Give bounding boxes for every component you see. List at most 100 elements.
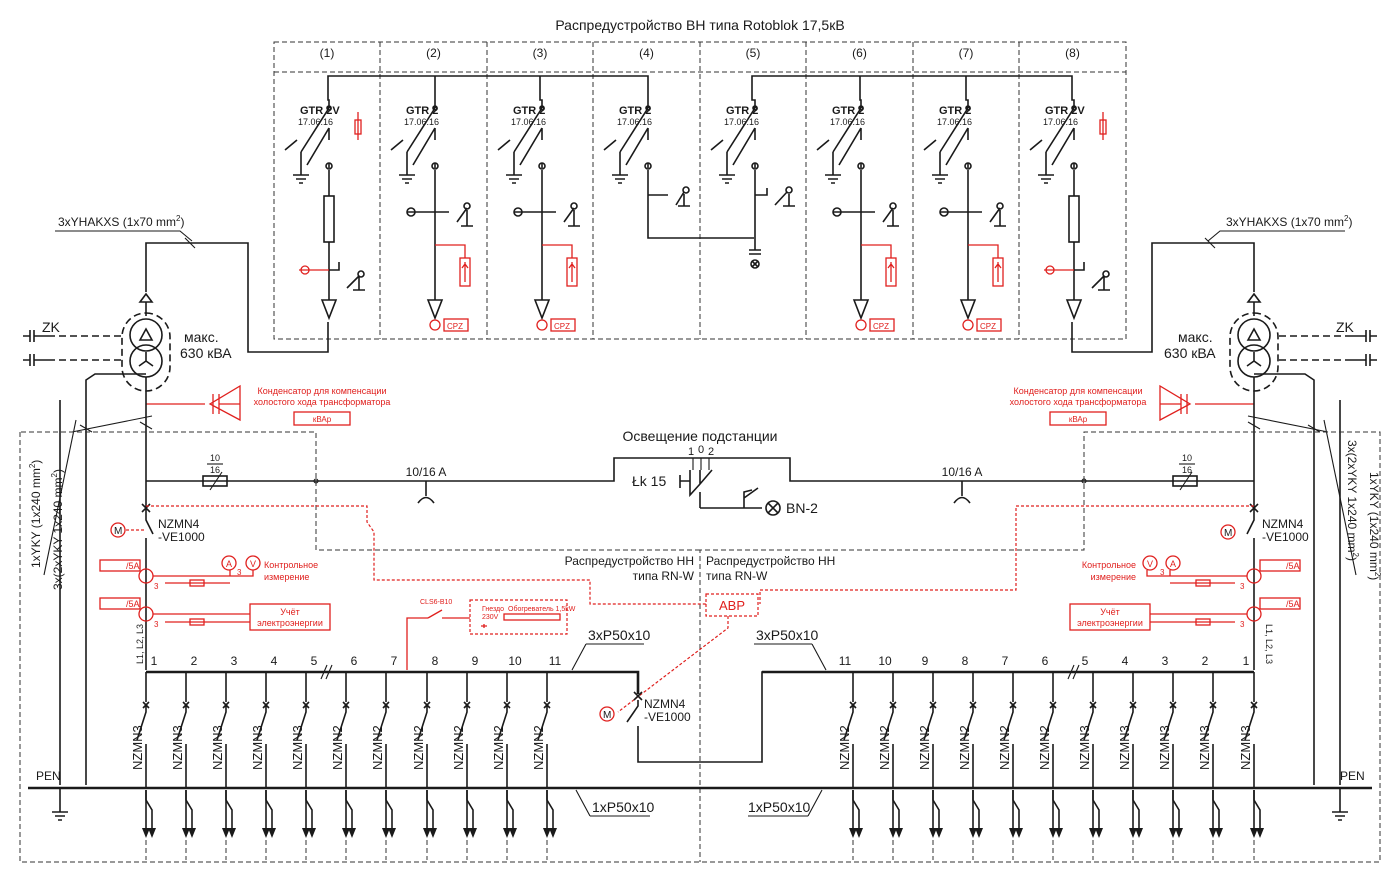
cpz-label: CPZ (873, 322, 889, 331)
right-lv-title-2: типа RN-W (706, 569, 768, 583)
right-breaker-type: NZMN2 (1037, 725, 1052, 770)
left-earth-icon (52, 788, 68, 821)
left-output-number: 3 (231, 654, 238, 668)
ct-wire (861, 244, 892, 258)
cable-arrow-icon (388, 828, 396, 838)
earth-icon (506, 152, 522, 184)
relay-icon (962, 319, 974, 331)
left-output-number: 6 (351, 654, 358, 668)
hv-fuse (1068, 195, 1080, 243)
coupling-path (647, 170, 754, 239)
ct-wire (435, 244, 466, 258)
lamp-label: BN-2 (786, 500, 818, 516)
right-breaker-type: NZMN3 (1157, 725, 1172, 770)
right-ct-2-label: /5A (1286, 599, 1300, 609)
switch-pos-1: 1 (688, 446, 694, 458)
cable-arrow-icon (509, 828, 517, 838)
load-break-switch (519, 94, 543, 166)
heater-label: Обогреватель 1,5kW (508, 605, 576, 613)
right-phases: L1, L2, L3 (1264, 624, 1274, 664)
switch-contact (965, 105, 971, 111)
earth-blade (284, 139, 298, 151)
feeder-breaker (256, 705, 267, 788)
earth-switch (940, 207, 1006, 227)
left-busbar-label: 3xP50x10 (588, 627, 650, 643)
outgoing-cable (305, 790, 313, 828)
right-socket-rating: 10/16 A (942, 465, 983, 479)
load-break-switch (306, 90, 330, 166)
left-breaker-type: NZMN2 (531, 725, 546, 770)
terminal (431, 162, 439, 170)
right-breaker-type: NZMN2 (997, 725, 1012, 770)
cable-arrow-icon (423, 828, 431, 838)
earth-blade (816, 139, 830, 151)
cable-arrow-icon (469, 828, 477, 838)
left-output-number: 1 (151, 654, 158, 668)
switch-contact (752, 105, 758, 111)
left-ct-2-label: /5A (126, 599, 140, 609)
left-output-number: 9 (472, 654, 479, 668)
cable-arrow-icon (1250, 828, 1258, 838)
cable-arrow-icon (1009, 828, 1017, 838)
left-capacitor-label-1: Конденсатор для компенсации (258, 386, 387, 396)
mv-field-number: (1) (320, 46, 335, 60)
cable-arrow-icon (348, 828, 356, 838)
outgoing-cable (972, 790, 980, 828)
left-output-number: 5 (311, 654, 318, 668)
earthing-switch-2 (329, 262, 365, 291)
coupler-breaker-model: -VE1000 (644, 710, 691, 724)
left-breaker-type: NZMN2 (370, 725, 385, 770)
right-meas-wiring (1146, 570, 1247, 623)
mv-field-number: (4) (639, 46, 654, 60)
right-zk-contact-2 (1352, 354, 1377, 366)
svg-text:Учёт: Учёт (1100, 607, 1120, 617)
left-output-number: 7 (391, 654, 398, 668)
outgoing-cable (1253, 790, 1261, 828)
load-break-switch (1051, 90, 1075, 166)
cable-arrow-icon (549, 828, 557, 838)
switch-blade (939, 107, 969, 153)
mv-field-7: CPZ (923, 94, 1006, 332)
earth-icon (399, 152, 415, 184)
switch-pos-0: 0 (698, 444, 704, 456)
ct-wire (542, 244, 573, 258)
switch-blade (300, 107, 330, 153)
left-kvar-box: кВАр (313, 415, 332, 424)
lamp-icon (765, 500, 781, 516)
right-transformer-section: 3xYHAKXS (1x70 mm2) макс. 630 кВА ZK Кон… (1010, 214, 1382, 785)
outgoing-cable (265, 790, 273, 828)
mv-field-number: (7) (959, 46, 974, 60)
right-output-number: 6 (1042, 654, 1049, 668)
cable-end (959, 170, 977, 321)
right-mv-cable (1071, 242, 1255, 353)
cable-arrow-icon (302, 828, 310, 838)
switch-contact (858, 105, 864, 111)
indicator-lamp (1045, 265, 1055, 275)
right-breaker-type: NZMN2 (877, 725, 892, 770)
right-output-number: 3 (1162, 654, 1169, 668)
cable-end (426, 170, 444, 321)
left-ammeter (221, 555, 237, 571)
terminal (325, 162, 333, 170)
cable-arrow-icon (228, 828, 236, 838)
switch-blade (406, 107, 436, 153)
right-lv-cable-2: 3x(2xYKY 1x240 mm2) (1345, 440, 1360, 561)
cable-arrow-icon (1256, 828, 1264, 838)
cable-arrow-icon (1049, 828, 1057, 838)
mv-field-1 (284, 90, 365, 321)
cable-arrow-icon (543, 828, 551, 838)
left-breaker-type: NZMN2 (330, 725, 345, 770)
left-breaker-type: NZMN3 (210, 725, 225, 770)
cable-arrow-icon (1129, 828, 1137, 838)
right-trafo-bushing (1246, 292, 1262, 303)
ct-wire (968, 244, 999, 258)
right-breaker-type: NZMN3 (1197, 725, 1212, 770)
cable-arrow-icon (1169, 828, 1177, 838)
right-pen-label: PEN (1340, 769, 1365, 783)
terminal (1070, 162, 1078, 170)
